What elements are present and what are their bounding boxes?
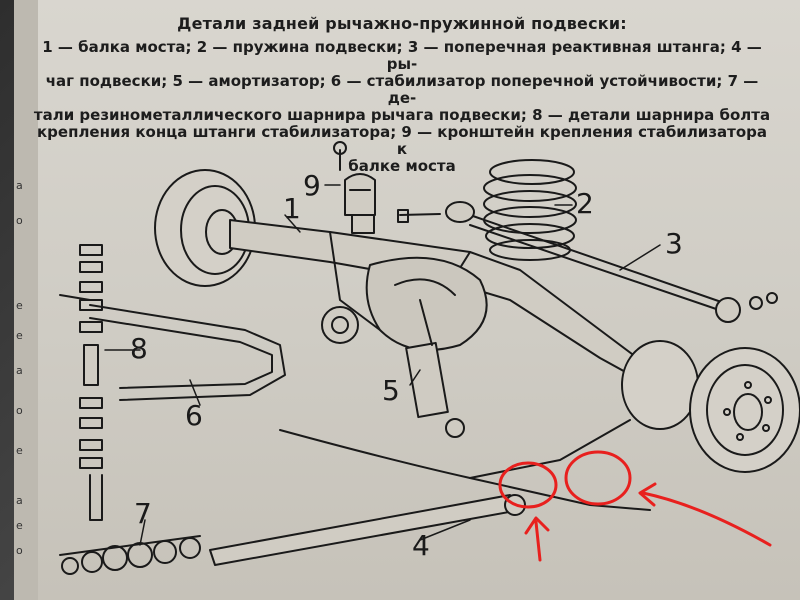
callout-3: 3	[665, 227, 683, 260]
end-link-bolt-stack	[79, 244, 103, 521]
margin-fragment: а	[16, 494, 23, 507]
trailing-arm	[209, 494, 526, 566]
margin-fragment: е	[16, 444, 23, 457]
margin-fragment: о	[16, 214, 23, 227]
bushing-parts-row	[59, 535, 201, 575]
callout-5: 5	[382, 374, 400, 407]
caption-line: 1 — балка моста; 2 — пружина подвески; 3…	[42, 38, 762, 73]
red-highlights	[498, 450, 772, 562]
panhard-rod	[397, 201, 778, 323]
callout-4: 4	[412, 529, 430, 562]
callout-7: 7	[134, 497, 152, 530]
callout-leaders	[104, 184, 661, 546]
margin-fragment: о	[16, 544, 23, 557]
caption-line: тали резинометаллического шарнира рычага…	[33, 106, 771, 124]
stabilizer-bracket	[333, 141, 376, 234]
left-margin-strip: а о е е а о е а е о	[14, 0, 38, 600]
callout-9: 9	[303, 169, 321, 202]
margin-fragment: е	[16, 329, 23, 342]
margin-fragment: е	[16, 299, 23, 312]
caption-line: крепления конца штанги стабилизатора; 9 …	[36, 123, 768, 158]
margin-fragment: а	[16, 179, 23, 192]
caption-title: Детали задней рычажно-пружинной подвески…	[177, 14, 627, 33]
callout-6: 6	[185, 399, 203, 432]
margin-fragment: а	[16, 364, 23, 377]
margin-fragment: о	[16, 404, 23, 417]
caption-line: чаг подвески; 5 — амортизатор; 6 — стаби…	[45, 72, 759, 107]
caption-line: балке моста	[348, 157, 456, 175]
callout-numbers: 1 2 3 4 5 6 7 8 9	[130, 169, 683, 562]
differential-housing	[365, 256, 488, 351]
figure-caption: Детали задней рычажно-пружинной подвески…	[32, 14, 772, 175]
margin-fragment: е	[16, 519, 23, 532]
suspension-diagram: 1 2 3 4 5 6 7 8 9	[59, 141, 800, 575]
callout-1: 1	[283, 192, 301, 225]
handbrake-cable	[279, 419, 651, 511]
callout-8: 8	[130, 332, 148, 365]
callout-2: 2	[576, 187, 594, 220]
right-brake-drum	[621, 340, 800, 473]
